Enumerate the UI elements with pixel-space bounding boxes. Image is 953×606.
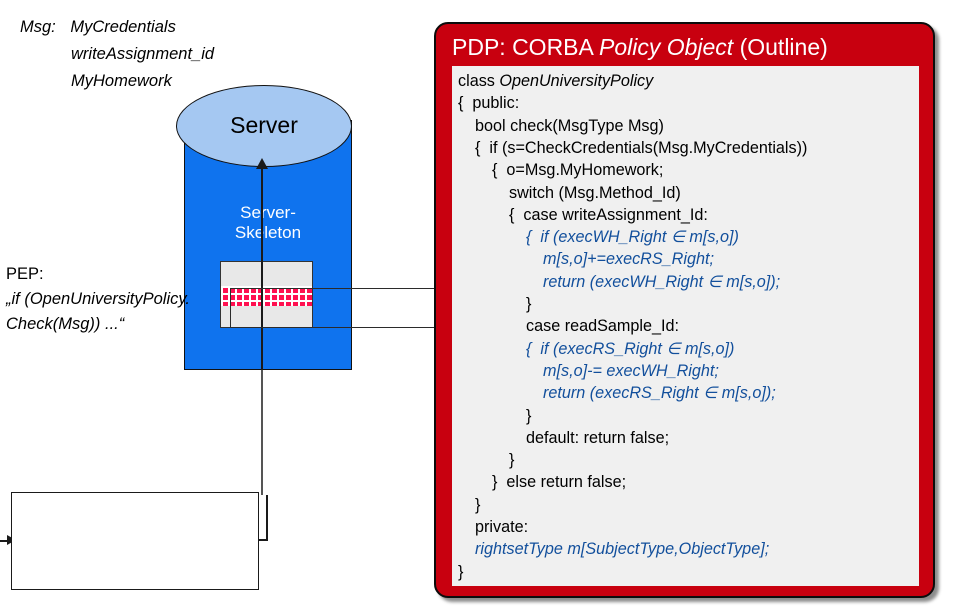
server-skeleton-label: Server- Skeleton: [184, 203, 352, 243]
message-flow-tail: [261, 370, 263, 495]
message-flow-line: [261, 163, 263, 370]
server-label: Server: [230, 111, 298, 138]
pep-quote-line2: Check(Msg)) ...“: [6, 315, 125, 333]
msg-box: [11, 492, 259, 590]
code-line-16: default: return false;: [526, 428, 670, 447]
pdp-code-listing: class OpenUniversityPolicy { public: bool …: [452, 66, 919, 586]
code-line-2: bool check(MsgType Msg): [475, 116, 664, 135]
server-node: Server: [176, 85, 352, 167]
msg-connector-horizontal: [259, 539, 268, 541]
code-keyword: class: [458, 72, 500, 90]
code-line-19: }: [475, 495, 481, 514]
code-line-7: { if (execWH_Right ∈ m[s,o]): [526, 228, 739, 247]
pdp-title-emphasis: Policy Object: [598, 34, 734, 60]
code-line-18: } else return false;: [492, 473, 627, 492]
code-line-9: return (execWH_Right ∈ m[s,o]);: [543, 272, 781, 291]
pdp-panel-title: PDP: CORBA Policy Object (Outline): [452, 34, 828, 61]
code-line-11: case readSample_Id:: [526, 317, 679, 336]
code-line-14: return (execRS_Right ∈ m[s,o]);: [543, 384, 776, 403]
pep-caption: PEP: „if (OpenUniversityPolicy. Check(Ms…: [6, 262, 221, 337]
pep-title: PEP:: [6, 265, 44, 283]
server-skeleton-label-line2: Skeleton: [234, 223, 302, 242]
code-line-4: { o=Msg.MyHomework;: [492, 161, 664, 180]
msg-label: Msg:: [20, 18, 56, 36]
server-skeleton-label-line1: Server-: [240, 203, 296, 222]
code-line-20: private:: [475, 518, 529, 536]
code-line-8: m[s,o]+=execRS_Right;: [543, 250, 714, 269]
pdp-title-suffix: (Outline): [733, 34, 828, 60]
code-line-10: }: [526, 295, 532, 313]
code-line-22: }: [458, 562, 464, 581]
code-line-6: { case writeAssignment_Id:: [509, 205, 708, 224]
code-line-12: { if (execRS_Right ∈ m[s,o]): [526, 339, 735, 358]
pdp-title-prefix: PDP: CORBA: [452, 34, 599, 60]
msg-connector-vertical: [266, 495, 268, 541]
msg-value-1: writeAssignment_id: [71, 45, 215, 63]
msg-value-2: MyHomework: [71, 72, 172, 90]
msg-inbound-line: [0, 540, 12, 542]
code-line-17: }: [509, 451, 515, 470]
code-line-15: }: [526, 406, 532, 425]
message-flow-arrowhead-icon: [256, 158, 268, 169]
code-line-21: rightsetType m[SubjectType,ObjectType];: [475, 540, 770, 559]
msg-box-content: Msg: MyCredentials writeAssignment_id My…: [20, 14, 214, 95]
code-line-5: switch (Msg.Method_Id): [509, 183, 681, 202]
code-class-name: OpenUniversityPolicy: [499, 72, 654, 90]
pep-quote-line1: „if (OpenUniversityPolicy.: [6, 290, 190, 308]
msg-value-0: MyCredentials: [70, 18, 176, 36]
firewall-brick-icon: [221, 286, 312, 306]
code-line-13: m[s,o]-= execWH_Right;: [543, 361, 719, 380]
code-line-0: class OpenUniversityPolicy: [458, 72, 653, 90]
code-line-3: { if (s=CheckCredentials(Msg.MyCredentia…: [475, 138, 808, 157]
code-line-1: { public:: [458, 94, 520, 113]
